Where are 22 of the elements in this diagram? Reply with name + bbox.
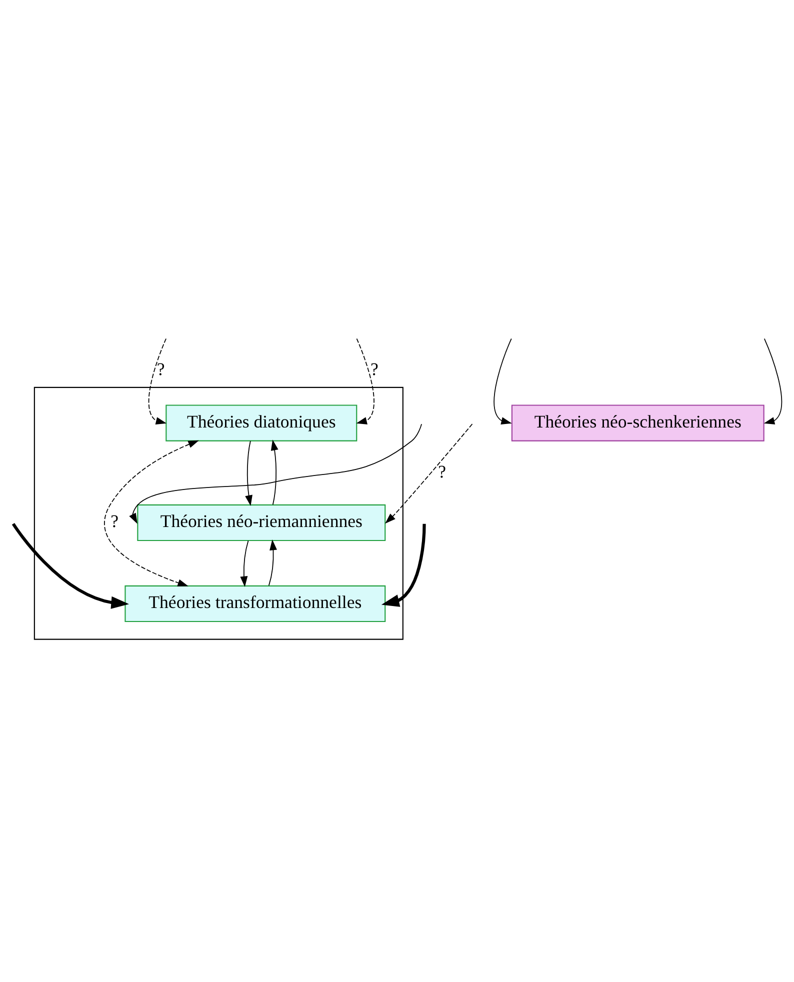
arrow [104,440,199,586]
node-box: Théories transformationnelles [124,584,386,622]
arrow [268,538,277,586]
arrow [240,540,249,587]
arrow [764,338,782,424]
arrow [129,423,422,524]
node-box: Théories néo-riemanniennes [137,504,386,541]
arrow [385,423,473,524]
edge-label: ? [156,358,165,378]
arrow [245,440,252,506]
edge-label: ? [370,358,378,378]
cluster [34,386,404,640]
arrow [381,523,426,606]
edge-label: ? [110,510,118,531]
arrow [148,338,167,424]
node-box: Théories néo-schenkeriennes [511,404,764,441]
edge-label: ? [438,460,446,481]
arrow [12,522,130,608]
arrow [356,338,374,424]
arrow [494,338,512,424]
node-box: Théories diatoniques [166,404,358,441]
arrow [270,439,278,505]
